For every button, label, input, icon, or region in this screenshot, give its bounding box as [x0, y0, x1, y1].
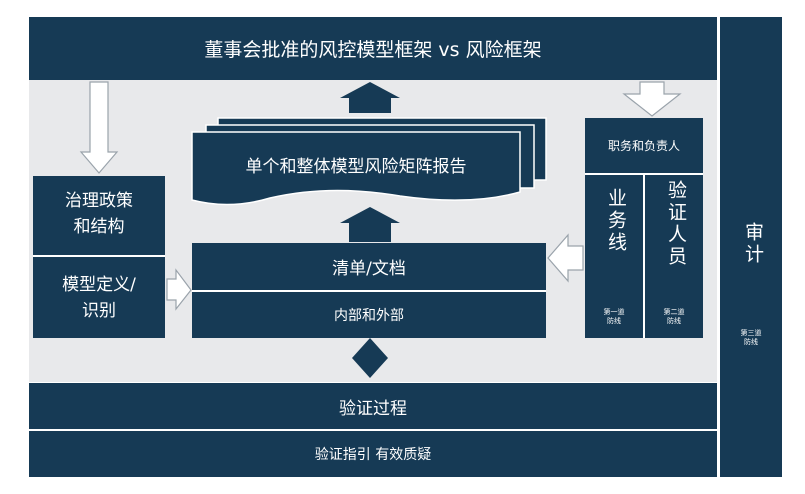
governance-box: 治理政策 和结构 模型定义/ 识别 — [33, 176, 165, 338]
third-line-of-defense: 第三道 防线 — [720, 329, 782, 347]
inventory-title: 清单/文档 — [332, 258, 406, 279]
validation-process-bar: 验证过程 — [29, 383, 717, 429]
validation-divider — [29, 429, 717, 431]
down-arrow-to-governance-icon — [79, 81, 119, 174]
roles-title: 职务和负责人 — [607, 138, 680, 153]
roles-divider-vertical — [643, 175, 645, 338]
roles-divider-horizontal — [585, 173, 703, 175]
validation-guidance-label: 验证指引 有效质疑 — [314, 447, 432, 463]
first-line-text-2: 防线 — [607, 317, 621, 325]
up-arrow-to-header-icon — [340, 82, 400, 113]
first-line-text-1: 第一道 — [603, 308, 625, 316]
model-definition-cell: 模型定义/ 识别 — [33, 258, 165, 338]
inventory-box: 清单/文档 内部和外部 — [192, 243, 546, 338]
governance-divider — [33, 255, 165, 257]
governance-policy-cell: 治理政策 和结构 — [33, 176, 165, 252]
third-line-text-2: 防线 — [744, 338, 758, 346]
validation-process-label: 验证过程 — [339, 398, 407, 419]
governance-label-line1: 治理政策 — [65, 191, 133, 211]
inventory-subtitle-cell: 内部和外部 — [192, 292, 546, 338]
down-arrow-to-roles-icon — [622, 81, 682, 117]
validation-guidance-bar: 验证指引 有效质疑 — [29, 431, 717, 477]
third-line-text-1: 第三道 — [740, 329, 762, 337]
governance-label-line2: 和结构 — [73, 217, 125, 237]
validator-label: 验证人员 — [665, 180, 687, 268]
board-framework-header: 董事会批准的风控模型框架 vs 风险框架 — [29, 17, 717, 80]
first-line-of-defense: 第一道 防线 — [585, 308, 643, 326]
model-definition-label-line1: 模型定义/ — [62, 275, 136, 295]
board-framework-title: 董事会批准的风控模型框架 vs 风险框架 — [204, 39, 542, 61]
connector-diamond-icon — [352, 338, 388, 378]
report-document-stack — [191, 117, 547, 206]
second-line-of-defense: 第二道 防线 — [645, 308, 703, 326]
right-arrow-to-inventory-icon — [166, 268, 192, 311]
up-arrow-to-report-icon — [340, 207, 400, 242]
business-line-label: 业务线 — [605, 188, 627, 254]
report-label: 单个和整体模型风险矩阵报告 — [246, 157, 467, 177]
audit-column: 审计 第三道 防线 — [720, 17, 782, 477]
second-line-text-2: 防线 — [667, 317, 681, 325]
roles-title-cell: 职务和负责人 — [585, 118, 703, 172]
inventory-subtitle: 内部和外部 — [334, 308, 404, 324]
inventory-divider — [192, 290, 546, 292]
left-arrow-to-inventory-icon — [547, 233, 584, 283]
report-page-front — [191, 131, 521, 206]
inventory-title-cell: 清单/文档 — [192, 243, 546, 289]
audit-label: 审计 — [742, 222, 764, 266]
second-line-text-1: 第二道 — [663, 308, 685, 316]
model-definition-label-line2: 识别 — [82, 301, 116, 321]
roles-box: 职务和负责人 业务线 验证人员 第一道 防线 第二道 防线 — [585, 118, 703, 338]
